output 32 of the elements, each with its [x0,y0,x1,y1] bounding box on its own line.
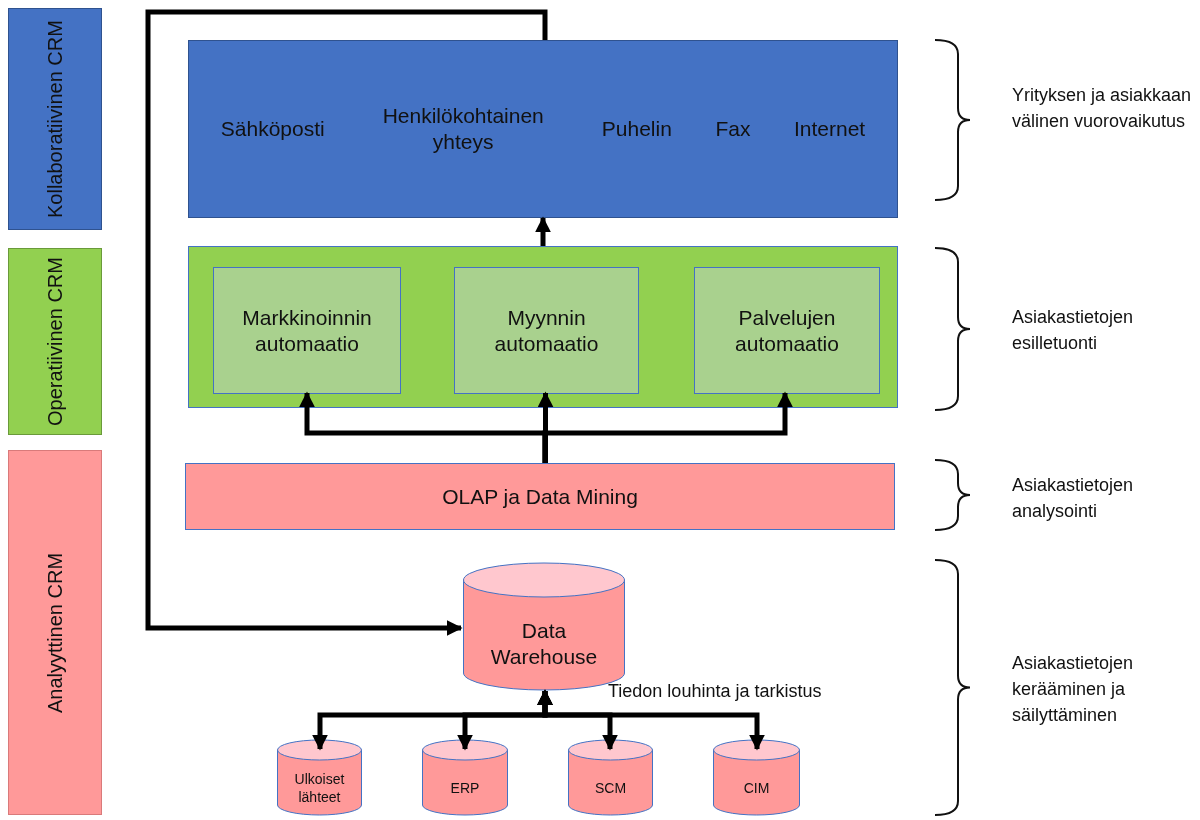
layer-band: Operatiivinen CRM [8,248,102,435]
group-panel [188,246,898,408]
layer-description: Asiakastietojen kerääminen ja säilyttäminen [1012,652,1135,727]
node-label: Ulkoiset lähteet [293,769,346,806]
process-box: Myynnin automaatio [454,267,639,394]
process-box: OLAP ja Data Mining [185,463,895,530]
arrow [537,689,765,751]
arrow [535,216,551,246]
channel-label: Fax [715,116,751,142]
node-label: Data Warehouse [489,617,599,670]
process-box: Palvelujen automaatio [694,267,880,394]
channel-label: Internet [793,116,866,142]
edge-note: Tiedon louhinta ja tarkistus [608,680,823,703]
layer-description: Asiakastietojen esilletuonti [1012,306,1135,355]
node-label: SCM [593,778,628,797]
database-cylinder [713,740,800,815]
channel-panel [188,40,898,218]
process-box: Markkinoinnin automaatio [213,267,401,394]
database-cylinder [277,740,362,815]
layer-band: Kollaboratiivinen CRM [8,8,102,230]
database-cylinder [568,740,653,815]
arrow [145,9,548,636]
channel-label: Sähköposti [220,116,325,142]
channel-label: Puhelin [601,116,672,142]
layer-band: Analyyttinen CRM [8,450,102,815]
layer-description: Yrityksen ja asiakkaan välinen vuorovaikutus [1012,84,1193,133]
node-label: CIM [742,778,771,797]
database-cylinder [422,740,508,815]
arrow [542,391,793,463]
layer-description: Asiakastietojen analysointi [1012,474,1135,523]
channel-label: Henkilökohtainen yhteys [381,103,545,155]
node-label: ERP [449,778,481,797]
